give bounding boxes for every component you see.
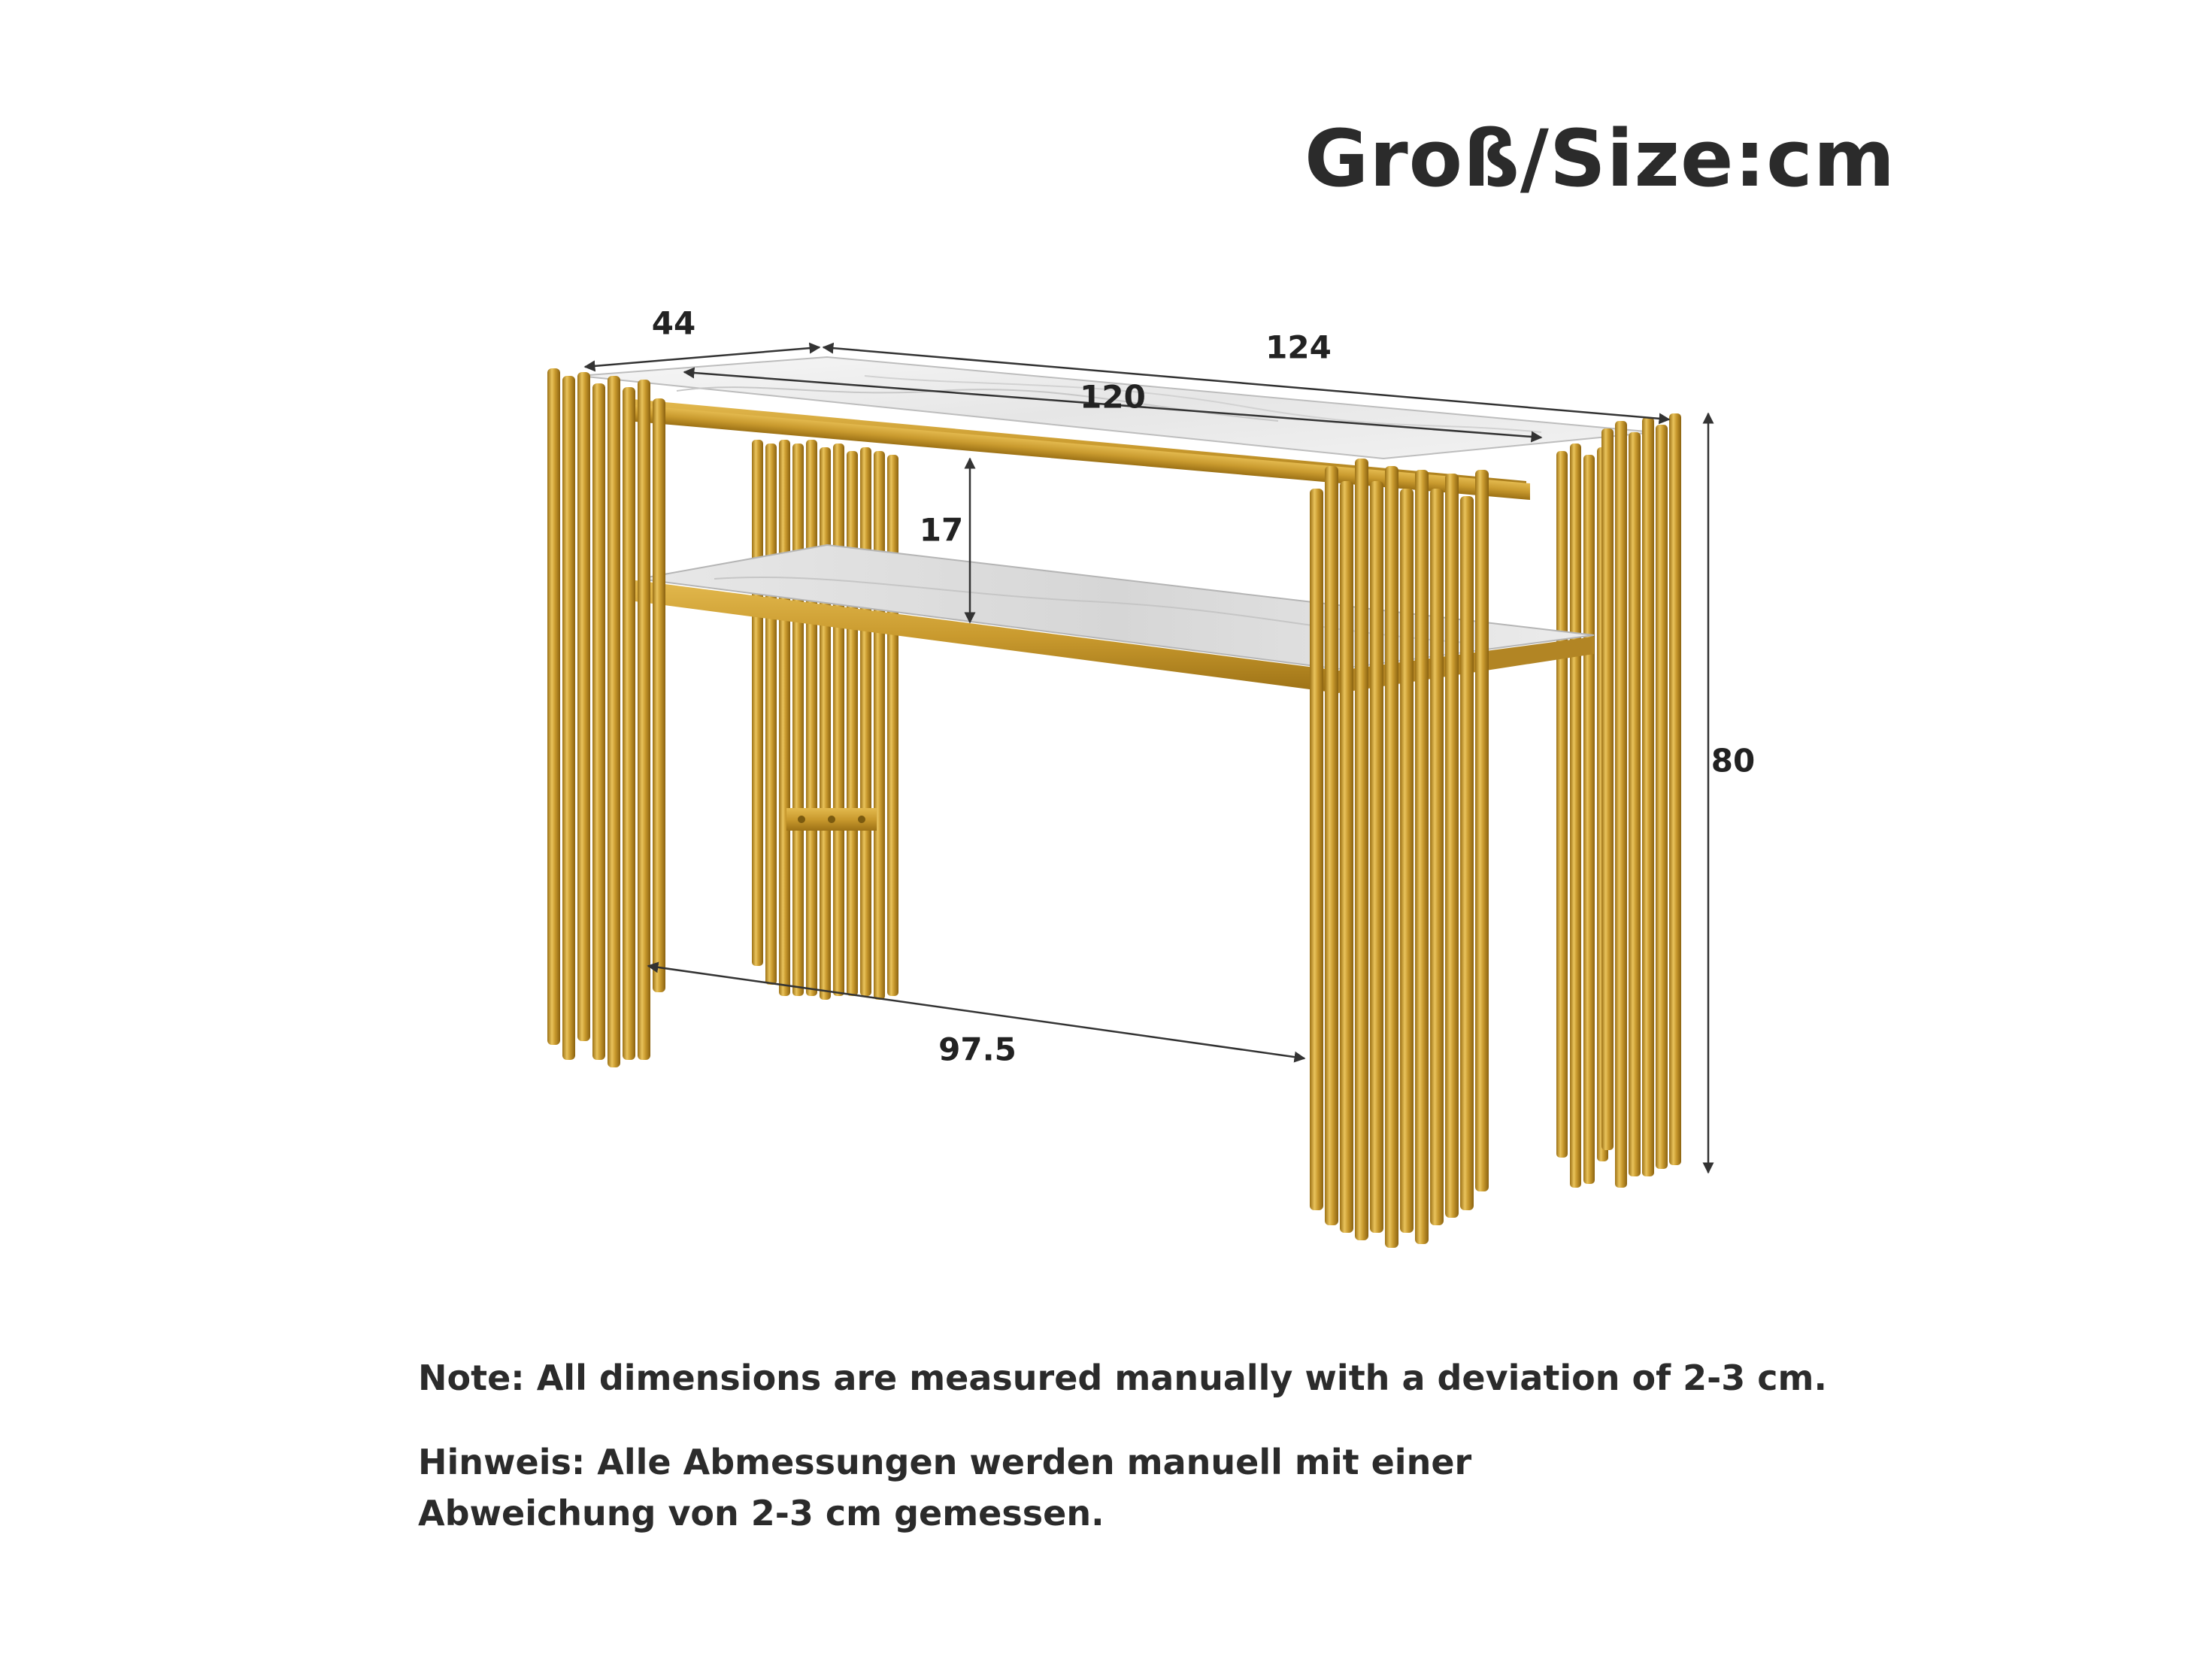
dimension-shelf-gap: 17: [919, 511, 964, 549]
page-title: Groß/Size:cm: [1304, 113, 1896, 204]
right-side-leg: [1601, 413, 1681, 1188]
dimension-top-length: 120: [1080, 378, 1146, 416]
front-left-leg: [547, 368, 665, 1067]
back-left-leg: [752, 440, 898, 1000]
dimension-outer-length: 124: [1265, 328, 1332, 366]
dimension-height: 80: [1711, 742, 1756, 780]
back-right-leg: [1556, 444, 1608, 1188]
note-german-line2: Abweichung von 2-3 cm gemessen.: [418, 1493, 1104, 1533]
note-german-line1: Hinweis: Alle Abmessungen werden manuell…: [418, 1442, 1472, 1482]
dimension-lines: [583, 342, 1714, 1174]
dimension-leg-spacing: 97.5: [938, 1031, 1017, 1068]
dimension-depth: 44: [651, 304, 696, 342]
front-right-leg: [1310, 459, 1489, 1248]
note-english: Note: All dimensions are measured manual…: [418, 1358, 1827, 1398]
